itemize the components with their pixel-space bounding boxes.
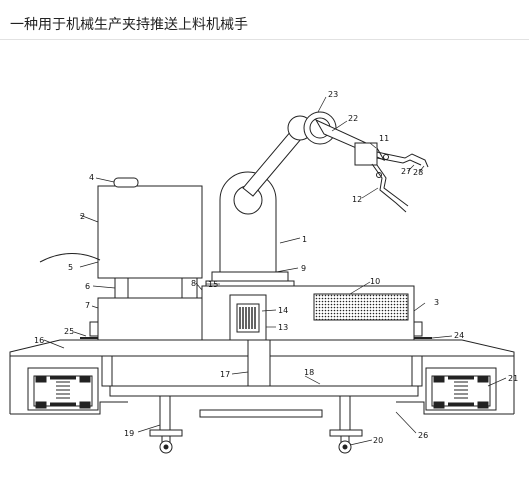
part-label-13: 13 — [278, 323, 288, 332]
part-label-10: 10 — [370, 277, 380, 286]
part-label-19: 19 — [124, 429, 134, 438]
motor-assembly — [229, 294, 267, 341]
legs — [149, 395, 363, 437]
part-label-25: 25 — [64, 327, 74, 336]
part-label-15: 15 — [208, 280, 218, 289]
left-chassis — [10, 367, 128, 415]
part-label-8: 8 — [191, 279, 196, 288]
robot-arm — [242, 111, 386, 197]
part-label-6: 6 — [85, 282, 90, 291]
title-bar: 一种用于机械生产夹持推送上料机械手 — [0, 0, 529, 40]
part-label-2: 2 — [80, 212, 85, 221]
part-label-7: 7 — [85, 301, 90, 310]
part-label-22: 22 — [348, 114, 358, 123]
side-brackets — [80, 321, 432, 339]
part-label-28: 28 — [413, 168, 423, 177]
part-labels: 1 2 3 4 5 6 7 8 9 10 11 12 13 14 15 16 1… — [34, 90, 518, 445]
part-label-5: 5 — [68, 263, 73, 272]
part-label-26: 26 — [418, 431, 428, 440]
right-chassis — [396, 367, 514, 415]
part-label-27: 27 — [401, 167, 411, 176]
page-title: 一种用于机械生产夹持推送上料机械手 — [10, 17, 248, 33]
part-label-1: 1 — [302, 235, 307, 244]
part-label-21: 21 — [508, 374, 518, 383]
part-label-20: 20 — [373, 436, 383, 445]
leader-lines — [43, 96, 507, 446]
manipulator-drawing-svg: 1 2 3 4 5 6 7 8 9 10 11 12 13 14 15 16 1… — [9, 90, 518, 454]
part-label-17: 17 — [220, 370, 230, 379]
patent-drawing: 1 2 3 4 5 6 7 8 9 10 11 12 13 14 15 16 1… — [0, 40, 529, 477]
feed-sleeve — [114, 277, 198, 299]
storage-box — [39, 177, 203, 279]
part-label-3: 3 — [434, 298, 439, 307]
part-label-24: 24 — [454, 331, 464, 340]
part-label-12: 12 — [352, 195, 362, 204]
part-label-9: 9 — [301, 264, 306, 273]
part-label-14: 14 — [278, 306, 288, 315]
title-divider — [0, 39, 529, 40]
gripper-claws — [371, 151, 429, 213]
part-label-16: 16 — [34, 336, 44, 345]
lower-beam — [199, 409, 323, 418]
part-label-11: 11 — [379, 134, 389, 143]
pedestal-block — [97, 297, 203, 341]
caster-wheels — [159, 435, 352, 454]
part-label-4: 4 — [89, 173, 94, 182]
filter-mesh — [313, 293, 409, 321]
cross-beam — [109, 385, 419, 397]
robot-base-column — [219, 171, 277, 273]
part-label-18: 18 — [304, 368, 314, 377]
part-label-23: 23 — [328, 90, 338, 99]
